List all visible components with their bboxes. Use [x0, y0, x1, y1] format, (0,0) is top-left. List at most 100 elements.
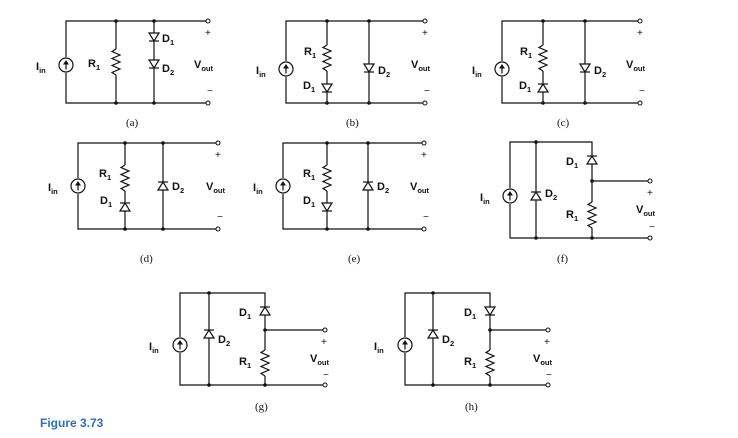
caption-c: (c) — [557, 117, 570, 129]
current-label: Iin — [256, 65, 266, 79]
r1-label: R1 — [464, 356, 476, 370]
current-label: Iin — [480, 192, 490, 206]
resistor-r1-icon — [260, 344, 270, 382]
vout-label: Vout — [626, 59, 646, 73]
diode-d1-icon — [321, 79, 333, 97]
vout-label: Vout — [411, 59, 431, 73]
d1-label: D1 — [303, 195, 315, 209]
minus-sign: − — [639, 86, 645, 97]
minus-sign: − — [649, 222, 655, 233]
diode-d2-icon — [362, 177, 374, 195]
minus-sign: − — [323, 370, 329, 381]
resistor-r1-icon — [485, 344, 495, 382]
d2-label: D2 — [594, 65, 606, 79]
current-label: Iin — [48, 182, 58, 196]
diode-d1-icon — [537, 79, 549, 97]
current-label: Iin — [472, 65, 482, 79]
circuit-d: Iin R1 D1 D2 + − Vout (d) — [48, 140, 226, 265]
resistor-r1-icon — [322, 159, 332, 197]
minus-sign: − — [423, 212, 429, 223]
current-source-icon — [70, 178, 86, 194]
resistor-r1-icon — [111, 43, 121, 81]
resistor-r1-icon — [322, 39, 332, 77]
circuit-h: Iin D1 D2 R1 + − Vout (h) — [374, 291, 553, 413]
d1-label: D1 — [566, 156, 578, 170]
plus-sign: + — [637, 28, 643, 39]
d1-label: D1 — [519, 80, 531, 94]
d1-label: D1 — [464, 307, 476, 321]
plus-sign: + — [422, 28, 428, 39]
r1-label: R1 — [303, 168, 315, 182]
caption-d: (d) — [140, 253, 153, 265]
r1-label: R1 — [566, 209, 578, 223]
caption-f: (f) — [557, 253, 568, 265]
diode-d1-icon — [586, 151, 598, 169]
plus-sign: + — [205, 28, 211, 39]
current-label: Iin — [149, 341, 159, 355]
minus-sign: − — [207, 86, 213, 97]
caption-e: (e) — [348, 253, 361, 265]
diode-d1-icon — [321, 198, 333, 216]
current-label: Iin — [374, 341, 384, 355]
diode-d1-icon — [259, 302, 271, 320]
plus-sign: + — [647, 188, 653, 199]
circuit-a: Iin R1 D1 D2 + − Vout (a) — [36, 18, 214, 129]
current-source-icon — [275, 178, 291, 194]
vout-label: Vout — [310, 353, 330, 367]
d2-label: D2 — [545, 188, 557, 202]
plus-sign: + — [544, 337, 550, 348]
plus-sign: + — [321, 337, 327, 348]
d2-label: D2 — [378, 65, 390, 79]
d2-label: D2 — [162, 63, 174, 77]
vout-label: Vout — [533, 353, 553, 367]
d2-label: D2 — [172, 181, 184, 195]
current-source-icon — [278, 61, 294, 77]
r1-label: R1 — [239, 356, 251, 370]
r1-label: R1 — [88, 58, 100, 72]
resistor-r1-icon — [587, 196, 597, 234]
current-label: Iin — [253, 182, 263, 196]
diode-d1-icon — [148, 28, 160, 46]
d1-label: D1 — [162, 33, 174, 47]
d1-label: D1 — [303, 80, 315, 94]
diode-d1-icon — [484, 302, 496, 320]
d2-label: D2 — [377, 181, 389, 195]
vout-label: Vout — [410, 181, 430, 195]
r1-label: R1 — [520, 46, 532, 60]
current-source-icon — [58, 57, 74, 73]
r1-label: R1 — [304, 46, 316, 60]
minus-sign: − — [217, 212, 223, 223]
vout-label: Vout — [636, 204, 656, 218]
plus-sign: + — [421, 150, 427, 161]
resistor-r1-icon — [120, 159, 130, 197]
diode-d2-icon — [579, 59, 591, 77]
current-source-icon — [397, 337, 413, 353]
vout-label: Vout — [194, 59, 214, 73]
diode-d1-icon — [119, 198, 131, 216]
circuit-b: Iin R1 D1 D2 + − Vout (b) — [256, 18, 431, 129]
current-source-icon — [172, 337, 188, 353]
figure-caption: Figure 3.73 — [40, 416, 104, 430]
current-source-icon — [494, 61, 510, 77]
circuit-f: Iin D1 D2 R1 + − Vout (f) — [480, 140, 656, 265]
circuit-e: Iin R1 D1 D2 + − Vout (e) — [253, 140, 430, 265]
diode-d2-icon — [148, 55, 160, 73]
diode-d2-icon — [157, 177, 169, 195]
resistor-r1-icon — [538, 39, 548, 77]
minus-sign: − — [546, 370, 552, 381]
caption-b: (b) — [346, 117, 359, 129]
r1-label: R1 — [99, 168, 111, 182]
minus-sign: − — [424, 86, 430, 97]
circuit-g: Iin D1 D2 R1 + − Vout (g) — [149, 291, 330, 413]
d2-label: D2 — [442, 334, 454, 348]
caption-a: (a) — [126, 117, 139, 129]
diode-d2-icon — [363, 59, 375, 77]
d1-label: D1 — [239, 307, 251, 321]
current-source-icon — [502, 188, 518, 204]
plus-sign: + — [215, 150, 221, 161]
diode-d2-icon — [203, 325, 215, 343]
vout-label: Vout — [206, 181, 226, 195]
current-label: Iin — [36, 61, 46, 75]
